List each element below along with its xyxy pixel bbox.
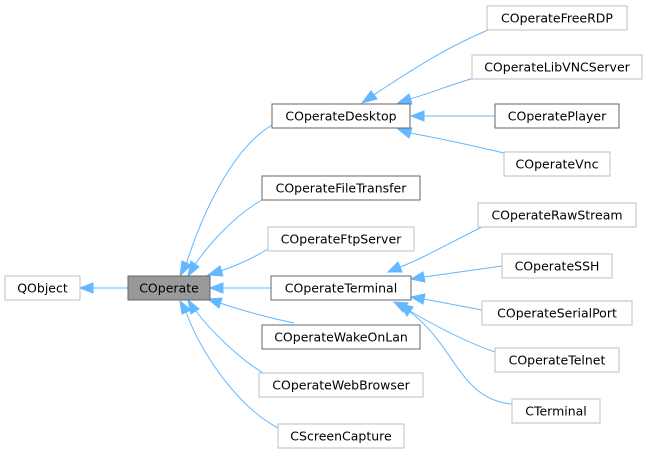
node-webbrowser[interactable]: COperateWebBrowser bbox=[258, 372, 424, 398]
edge-libvnc-desktop bbox=[409, 77, 475, 100]
edge-freerdp-desktop bbox=[371, 29, 489, 97]
node-label: COperatePlayer bbox=[508, 109, 607, 124]
edge-vnc-desktop bbox=[409, 132, 505, 154]
edge-cterminal-terminal bbox=[409, 311, 513, 405]
edge-screencapture-coperate bbox=[185, 311, 279, 429]
arrowhead bbox=[206, 297, 223, 309]
node-libvnc[interactable]: COperateLibVNCServer bbox=[471, 54, 643, 80]
node-rawstream[interactable]: COperateRawStream bbox=[477, 202, 637, 228]
node-vnc[interactable]: COperateVnc bbox=[503, 151, 611, 177]
edge-wakeonlan-coperate bbox=[219, 302, 295, 324]
node-label: COperateFileTransfer bbox=[276, 181, 408, 196]
node-label: COperateFreeRDP bbox=[501, 11, 613, 26]
node-label: COperateRawStream bbox=[491, 208, 622, 223]
inheritance-edges bbox=[78, 29, 513, 429]
node-label: COperateVnc bbox=[516, 157, 599, 172]
edge-ftpserver-coperate bbox=[219, 248, 269, 272]
arrowhead bbox=[398, 303, 414, 317]
node-label: COperateTerminal bbox=[285, 281, 397, 296]
node-label: COperateWakeOnLan bbox=[274, 330, 408, 345]
node-ftpserver[interactable]: COperateFtpServer bbox=[267, 226, 415, 252]
node-terminal[interactable]: COperateTerminal bbox=[270, 275, 412, 301]
node-label: COperateFtpServer bbox=[281, 232, 402, 247]
edge-filetransfer-coperate bbox=[193, 199, 263, 267]
edge-rawstream-terminal bbox=[399, 223, 489, 268]
edge-serialport-terminal bbox=[423, 298, 483, 311]
arrowhead bbox=[386, 261, 403, 273]
arrowhead bbox=[360, 90, 378, 104]
node-label: COperateSerialPort bbox=[497, 306, 617, 321]
arrowhead bbox=[206, 265, 224, 277]
node-telnet[interactable]: COperateTelnet bbox=[494, 347, 620, 373]
arrowhead bbox=[179, 260, 192, 278]
node-label: COperateSSH bbox=[515, 259, 600, 274]
arrowhead bbox=[208, 282, 224, 294]
edge-ssh-terminal bbox=[423, 265, 503, 278]
node-serialport[interactable]: COperateSerialPort bbox=[481, 300, 633, 326]
edge-webbrowser-coperate bbox=[194, 309, 269, 377]
edge-telnet-terminal bbox=[404, 307, 496, 353]
node-ssh[interactable]: COperateSSH bbox=[501, 253, 613, 279]
node-filetransfer[interactable]: COperateFileTransfer bbox=[261, 175, 421, 201]
arrowhead bbox=[409, 110, 425, 122]
node-player[interactable]: COperatePlayer bbox=[494, 103, 620, 129]
arrowhead bbox=[78, 282, 94, 294]
node-label: COperateWebBrowser bbox=[272, 378, 410, 393]
node-label: CScreenCapture bbox=[290, 429, 392, 444]
node-screencapture[interactable]: CScreenCapture bbox=[277, 423, 405, 449]
node-cterminal[interactable]: CTerminal bbox=[511, 398, 601, 424]
node-label: CTerminal bbox=[525, 404, 587, 419]
edge-desktop-coperate bbox=[185, 124, 273, 266]
node-desktop[interactable]: COperateDesktop bbox=[271, 103, 411, 129]
arrowhead bbox=[396, 93, 413, 105]
arrowhead bbox=[409, 271, 426, 283]
node-label: COperateTelnet bbox=[509, 353, 606, 368]
node-label: COperateLibVNCServer bbox=[484, 60, 630, 75]
arrowhead bbox=[187, 298, 200, 315]
arrowhead bbox=[179, 299, 192, 315]
class-nodes: QObject COperate COperateDesktop COperat… bbox=[4, 5, 643, 449]
node-coperate[interactable]: COperate bbox=[127, 275, 211, 301]
node-freerdp[interactable]: COperateFreeRDP bbox=[486, 5, 628, 31]
node-label: COperate bbox=[139, 281, 199, 296]
arrowhead bbox=[396, 127, 413, 139]
node-label: COperateDesktop bbox=[285, 109, 396, 124]
node-wakeonlan[interactable]: COperateWakeOnLan bbox=[261, 324, 421, 350]
arrowhead bbox=[409, 293, 426, 305]
arrowhead bbox=[187, 260, 200, 278]
node-qobject[interactable]: QObject bbox=[4, 275, 81, 301]
node-label: QObject bbox=[17, 281, 68, 296]
